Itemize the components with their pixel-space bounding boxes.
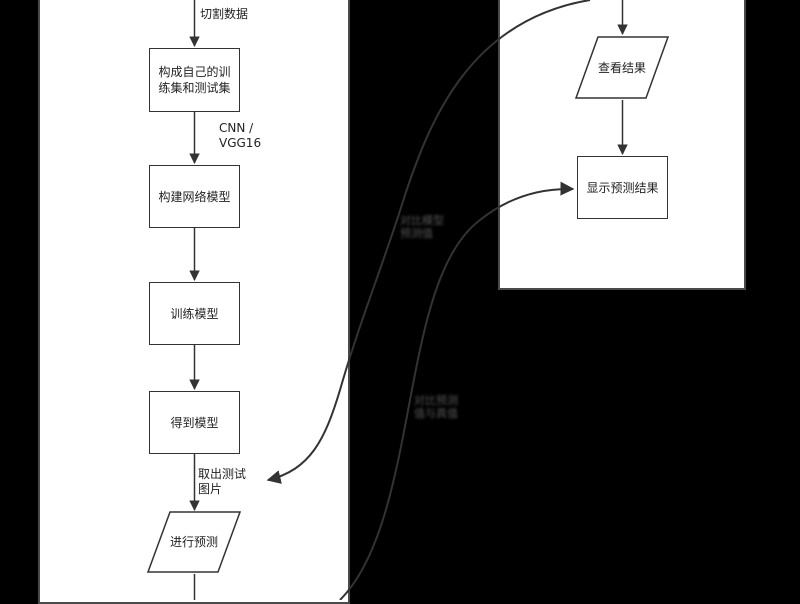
connector-label-upper: 对比模型 预测值: [400, 214, 444, 240]
connector-label-lower: 对比预测 值与真值: [414, 394, 458, 420]
node-train-model[interactable]: 训练模型: [149, 282, 240, 345]
node-show-prediction-results[interactable]: 显示预测结果: [577, 156, 668, 219]
right-swimlane-panel: [498, 0, 746, 290]
node-build-network-model[interactable]: 构建网络模型: [149, 165, 240, 228]
node-build-datasets[interactable]: 构成自己的训 练集和测试集: [149, 48, 240, 112]
edge-label-cut-data: 切割数据: [200, 7, 249, 21]
node-get-model[interactable]: 得到模型: [149, 391, 240, 454]
edge-label-model-type: CNN / VGG16: [219, 121, 262, 150]
edge-label-take-test-image: 取出测试 图片: [198, 467, 247, 496]
